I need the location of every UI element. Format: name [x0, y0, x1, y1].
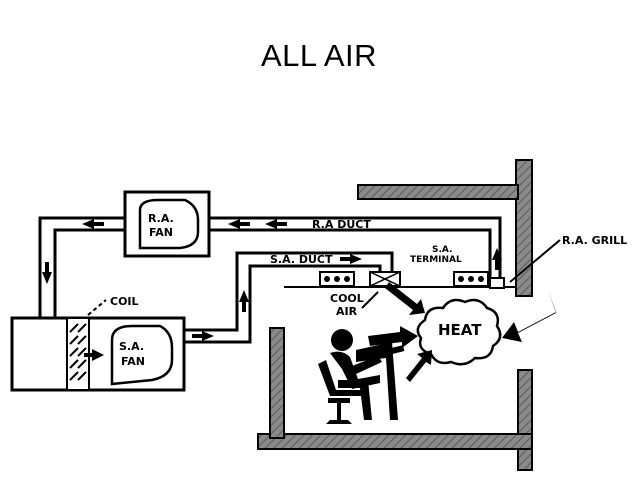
cool-air-leader-line — [361, 291, 379, 309]
ra-fan-label-1: R.A. — [148, 212, 174, 225]
arrow-left-ra-3 — [82, 219, 104, 229]
coil-label: COIL — [110, 295, 139, 308]
building-walls — [257, 159, 533, 471]
arrow-desk-up — [406, 350, 432, 382]
cool-air-label-2: AIR — [336, 305, 358, 318]
ra-grill-label: R.A. GRILL — [562, 234, 627, 247]
coil-fins-icon — [69, 323, 87, 381]
arrow-person-right — [368, 326, 418, 348]
ra-fan-label-2: FAN — [149, 226, 173, 239]
arrow-left-ra-1 — [265, 219, 287, 229]
sa-fan-label-1: S.A. — [119, 340, 144, 353]
radial-fan-icon — [138, 198, 200, 250]
diffuser-icon — [319, 271, 355, 287]
heat-arrows — [368, 282, 556, 382]
cool-air-label-1: COOL — [330, 292, 364, 305]
arrow-up-ra — [492, 248, 502, 270]
sa-duct-label: S.A. DUCT — [270, 253, 333, 266]
radial-fan-icon — [110, 324, 174, 386]
coil-leader-line — [87, 299, 107, 316]
ra-fan-unit — [123, 190, 211, 258]
supply-air-duct — [183, 251, 394, 344]
flow-arrows — [42, 219, 502, 361]
sa-fan-label-2: FAN — [121, 355, 145, 368]
diffuser-icon — [453, 271, 489, 287]
ra-grill-leader-line — [509, 239, 561, 283]
sa-terminal-box — [369, 271, 401, 287]
sa-terminal-label-1: S.A. — [432, 245, 452, 255]
arrow-right-sa-1 — [192, 331, 214, 341]
return-air-duct — [38, 216, 502, 318]
arrow-cool-air-down — [385, 282, 425, 315]
arrow-right-fan — [84, 349, 104, 361]
arrow-up-sa — [239, 290, 249, 312]
sa-terminal-label-2: TERMINAL — [410, 255, 462, 265]
ra-duct-label: R.A DUCT — [312, 218, 371, 231]
heat-label: HEAT — [438, 321, 482, 339]
arrow-wall-left — [502, 290, 556, 342]
arrow-left-ra-2 — [228, 219, 250, 229]
page-title: ALL AIR — [260, 38, 378, 73]
arrow-down-ra — [42, 262, 52, 284]
ra-grill-box — [489, 277, 505, 289]
heat-cloud-icon — [416, 298, 502, 366]
arrow-right-sa-2 — [340, 254, 362, 264]
seated-person-icon — [318, 329, 405, 424]
